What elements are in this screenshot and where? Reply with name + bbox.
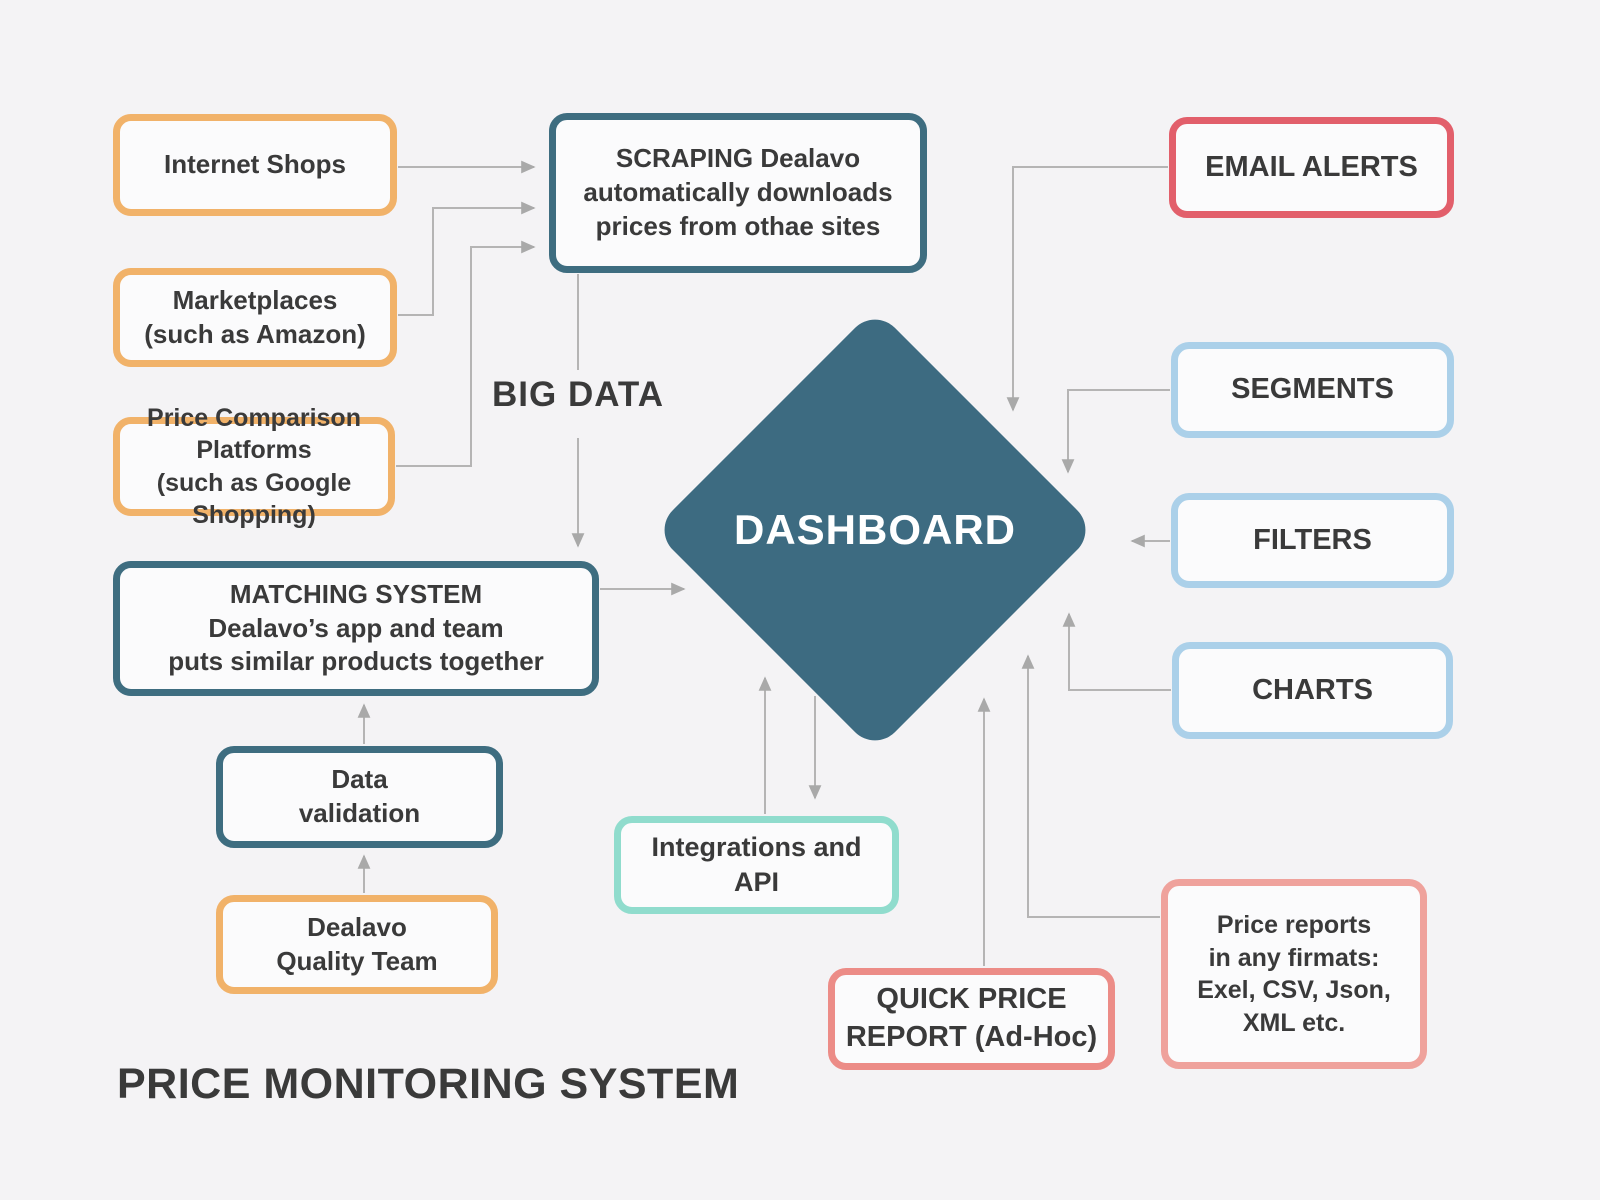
node-data-validation-label: Data validation xyxy=(298,764,421,828)
node-data-validation: Data validation xyxy=(216,746,503,848)
node-quality-team: Dealavo Quality Team xyxy=(216,895,498,994)
node-email-alerts-label: EMAIL ALERTS xyxy=(1205,150,1418,183)
node-email-alerts: EMAIL ALERTS xyxy=(1169,117,1454,218)
node-matching-system: MATCHING SYSTEM Dealavo’s app and team p… xyxy=(113,561,599,696)
edge-price-comparison-to-scraping xyxy=(396,240,536,467)
node-price-reports: Price reports in any firmats: Exel, CSV,… xyxy=(1161,879,1427,1069)
node-charts: CHARTS xyxy=(1172,642,1453,739)
node-marketplaces: Marketplaces (such as Amazon) xyxy=(113,268,397,367)
node-integrations: Integrations and API xyxy=(614,816,899,914)
node-quick-price-report-label: QUICK PRICE REPORT (Ad-Hoc) xyxy=(845,983,1098,1053)
node-dashboard-label: DASHBOARD xyxy=(734,506,1016,553)
node-quality-team-label: Dealavo Quality Team xyxy=(276,911,438,976)
edge-charts-to-dashboard xyxy=(1062,612,1171,691)
edge-email-alerts-to-dashboard xyxy=(1006,166,1168,412)
node-scraping-label: SCRAPING Dealavo automatically downloads… xyxy=(583,143,893,241)
node-filters-label: FILTERS xyxy=(1253,523,1372,556)
node-price-comparison: Price Comparison Platforms (such as Goog… xyxy=(113,404,395,529)
node-charts-label: CHARTS xyxy=(1252,673,1373,706)
node-marketplaces-label: Marketplaces (such as Amazon) xyxy=(144,284,366,349)
node-matching-system-label: MATCHING SYSTEM Dealavo’s app and team p… xyxy=(168,578,544,677)
node-price-comparison-label: Price Comparison Platforms (such as Goog… xyxy=(147,403,361,530)
node-price-reports-label: Price reports in any firmats: Exel, CSV,… xyxy=(1197,911,1391,1037)
diagram-title: PRICE MONITORING SYSTEM xyxy=(117,1060,740,1108)
node-internet-shops-label: Internet Shops xyxy=(163,149,346,180)
node-quick-price-report: QUICK PRICE REPORT (Ad-Hoc) xyxy=(828,968,1115,1070)
edge-price-reports-to-dashboard xyxy=(1021,654,1160,918)
node-integrations-label: Integrations and API xyxy=(651,831,862,897)
node-internet-shops: Internet Shops xyxy=(113,114,397,216)
edge-marketplaces-to-scraping xyxy=(398,201,536,316)
node-segments: SEGMENTS xyxy=(1171,342,1454,438)
edge-segments-to-dashboard xyxy=(1061,389,1170,474)
node-filters: FILTERS xyxy=(1171,493,1454,588)
node-scraping: SCRAPING Dealavo automatically downloads… xyxy=(549,113,927,273)
big-data-label: BIG DATA xyxy=(492,375,664,414)
node-segments-label: SEGMENTS xyxy=(1231,373,1394,406)
